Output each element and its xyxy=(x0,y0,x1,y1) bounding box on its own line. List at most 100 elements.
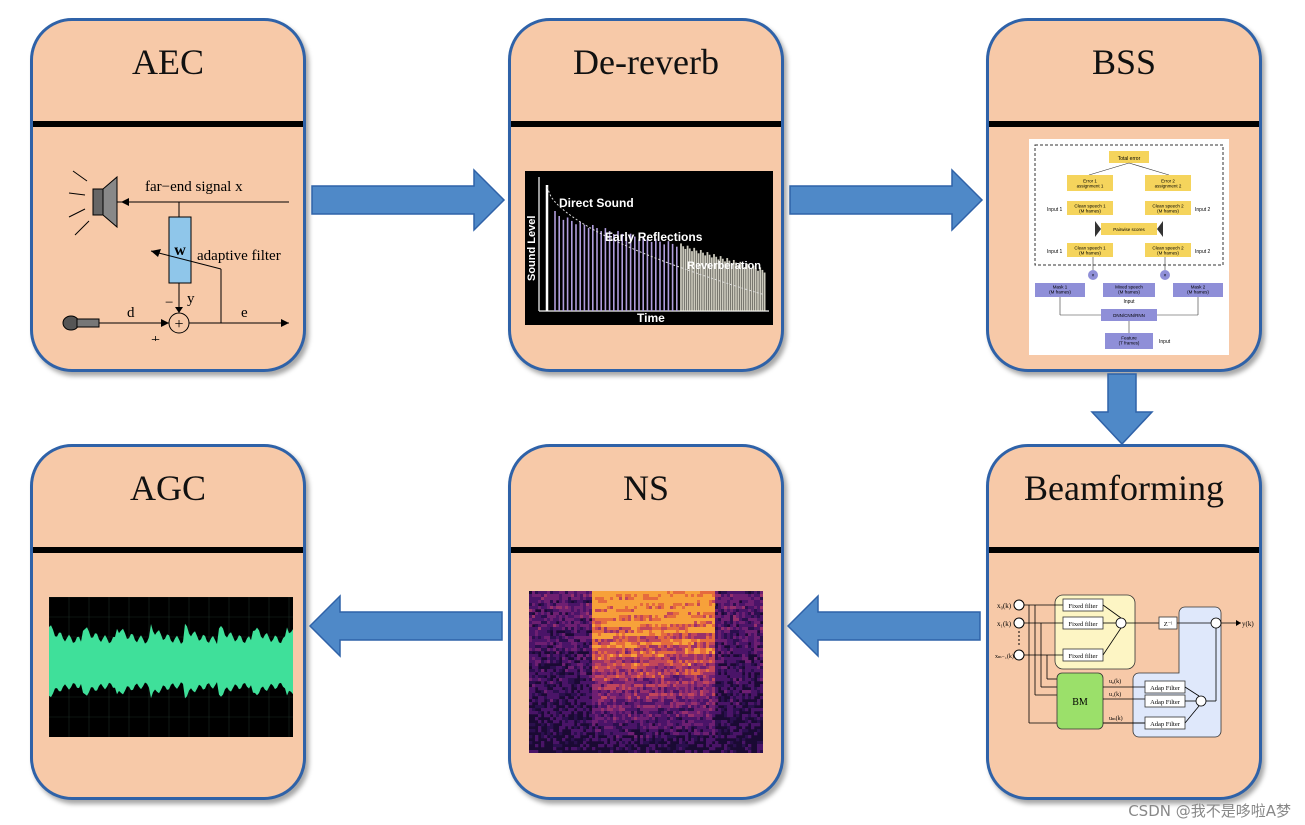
spectrogram-cell xyxy=(577,603,581,607)
spectrogram-cell xyxy=(553,600,557,604)
spectrogram-cell xyxy=(718,624,722,628)
spectrogram-cell xyxy=(757,633,761,637)
spectrogram-cell xyxy=(628,705,632,709)
spectrogram-cell xyxy=(667,726,671,730)
spectrogram-cell xyxy=(616,645,620,649)
spectrogram-cell xyxy=(649,636,653,640)
spectrogram-cell xyxy=(709,645,713,649)
spectrogram-cell xyxy=(697,615,701,619)
spectrogram-cell xyxy=(712,630,716,634)
spectrogram-cell xyxy=(601,714,605,718)
spectrogram-cell xyxy=(727,603,731,607)
spectrogram-cell xyxy=(574,615,578,619)
bss-input-mid: Input xyxy=(1123,299,1135,305)
spectrogram-cell xyxy=(748,624,752,628)
spectrogram-cell xyxy=(619,678,623,682)
spectrogram-cell xyxy=(724,627,728,631)
spectrogram-cell xyxy=(661,624,665,628)
spectrogram-cell xyxy=(703,636,707,640)
spectrogram-cell xyxy=(607,723,611,727)
spectrogram-cell xyxy=(607,603,611,607)
spectrogram-cell xyxy=(625,615,629,619)
spectrogram-cell xyxy=(628,597,632,601)
spectrogram-cell xyxy=(637,672,641,676)
spectrogram-cell xyxy=(730,741,734,745)
spectrogram-cell xyxy=(709,591,713,595)
spectrogram-cell xyxy=(649,627,653,631)
spectrogram-cell xyxy=(721,687,725,691)
spectrogram-cell xyxy=(544,672,548,676)
spectrogram-cell xyxy=(718,612,722,616)
spectrogram-cell xyxy=(544,597,548,601)
spectrogram-cell xyxy=(574,645,578,649)
spectrogram-cell xyxy=(670,732,674,736)
spectrogram-cell xyxy=(610,702,614,706)
spectrogram-cell xyxy=(631,699,635,703)
spectrogram-cell xyxy=(559,645,563,649)
spectrogram-cell xyxy=(679,618,683,622)
spectrogram-cell xyxy=(553,660,557,664)
spectrogram-cell xyxy=(529,633,533,637)
spectrogram-cell xyxy=(706,591,710,595)
spectrogram-cell xyxy=(712,669,716,673)
spectrogram-cell xyxy=(631,693,635,697)
spectrogram-cell xyxy=(712,594,716,598)
spectrogram-cell xyxy=(682,720,686,724)
spectrogram-cell xyxy=(568,642,572,646)
spectrogram-cell xyxy=(724,639,728,643)
spectrogram-cell xyxy=(535,693,539,697)
spectrogram-cell xyxy=(727,657,731,661)
spectrogram-cell xyxy=(646,717,650,721)
spectrogram-cell xyxy=(598,630,602,634)
spectrogram-cell xyxy=(757,648,761,652)
spectrogram-cell xyxy=(739,687,743,691)
spectrogram-cell xyxy=(634,678,638,682)
spectrogram-cell xyxy=(571,597,575,601)
spectrogram-cell xyxy=(700,645,704,649)
spectrogram-cell xyxy=(622,720,626,724)
spectrogram-cell xyxy=(607,687,611,691)
spectrogram-cell xyxy=(718,627,722,631)
spectrogram-cell xyxy=(658,714,662,718)
spectrogram-cell xyxy=(622,714,626,718)
spectrogram-cell xyxy=(529,612,533,616)
spectrogram-cell xyxy=(700,684,704,688)
arrow-beamforming-to-ns xyxy=(786,594,981,658)
spectrogram-cell xyxy=(580,663,584,667)
spectrogram-cell xyxy=(661,609,665,613)
spectrogram-cell xyxy=(682,744,686,748)
spectrogram-cell xyxy=(592,693,596,697)
spectrogram-cell xyxy=(580,744,584,748)
spectrogram-cell xyxy=(688,621,692,625)
spectrogram-cell xyxy=(643,612,647,616)
spectrogram-cell xyxy=(754,609,758,613)
spectrogram-cell xyxy=(643,642,647,646)
spectrogram-cell xyxy=(604,648,608,652)
spectrogram-cell xyxy=(649,684,653,688)
spectrogram-cell xyxy=(703,597,707,601)
spectrogram-cell xyxy=(664,702,668,706)
spectrogram-cell xyxy=(586,654,590,658)
spectrogram-cell xyxy=(712,618,716,622)
spectrogram-cell xyxy=(631,603,635,607)
spectrogram-cell xyxy=(661,711,665,715)
spectrogram-cell xyxy=(673,648,677,652)
spectrogram-cell xyxy=(604,609,608,613)
spectrogram-cell xyxy=(751,642,755,646)
spectrogram-cell xyxy=(706,627,710,631)
spectrogram-cell xyxy=(598,594,602,598)
spectrogram-cell xyxy=(553,720,557,724)
spectrogram-cell xyxy=(724,648,728,652)
spectrogram-cell xyxy=(670,603,674,607)
spectrogram-cell xyxy=(724,624,728,628)
spectrogram-cell xyxy=(703,660,707,664)
spectrogram-cell xyxy=(616,681,620,685)
spectrogram-cell xyxy=(754,600,758,604)
spectrogram-cell xyxy=(712,726,716,730)
spectrogram-cell xyxy=(544,678,548,682)
spectrogram-cell xyxy=(547,597,551,601)
spectrogram-cell xyxy=(661,669,665,673)
spectrogram-cell xyxy=(577,642,581,646)
spectrogram-cell xyxy=(676,690,680,694)
spectrogram-cell xyxy=(544,615,548,619)
